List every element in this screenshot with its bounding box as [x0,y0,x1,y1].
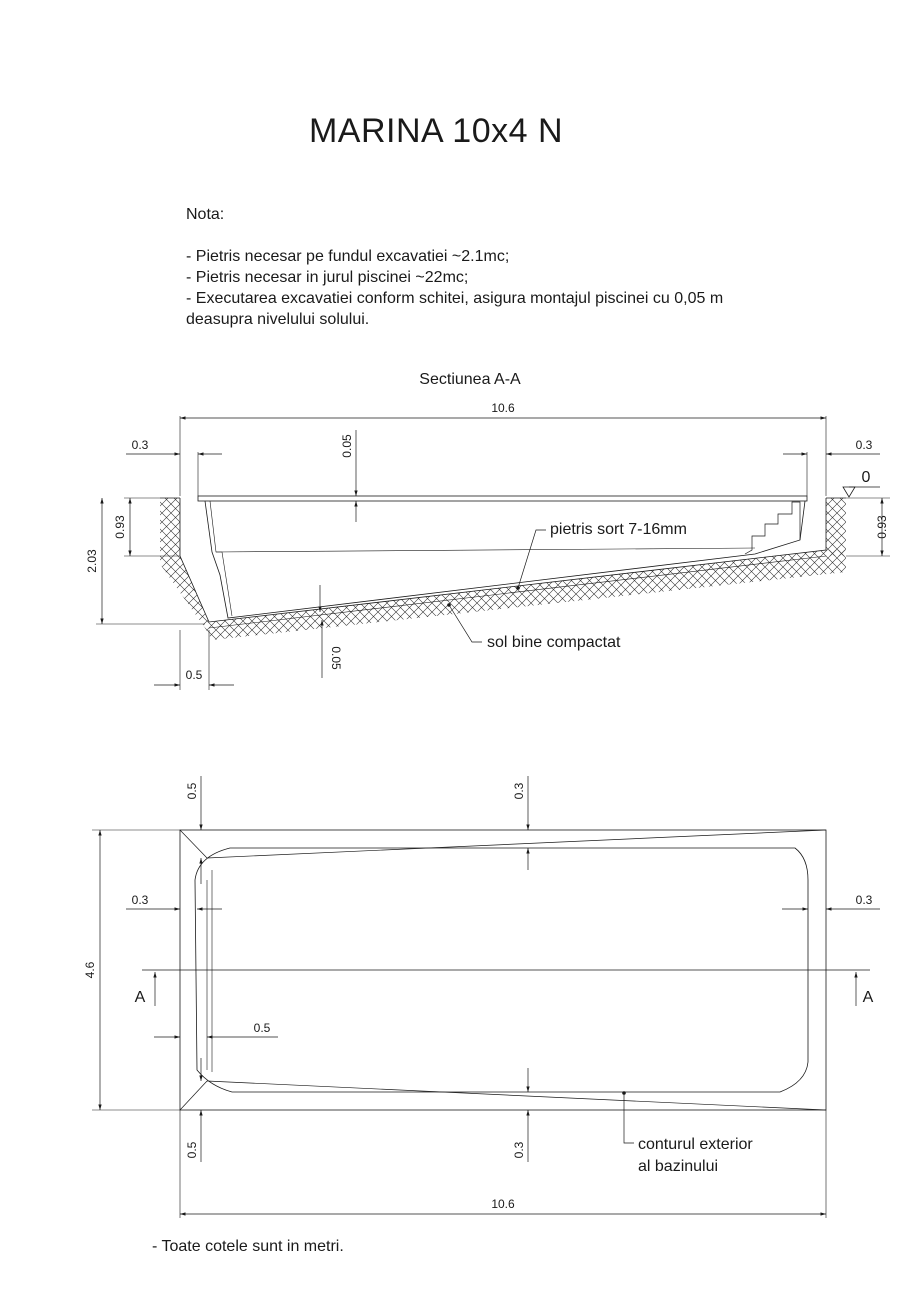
leader-line-soil [448,604,482,643]
note-line-1: - Pietris necesar pe fundul excavatiei ~… [186,248,510,265]
dim-total-length: 10.6 [491,401,515,415]
corner-line [179,829,208,859]
plan-view: A A 0.5 0.3 0.3 0.3 4.6 0.5 0.5 [83,776,880,1218]
soil-hatch-left [160,498,209,628]
zero-level-label: 0 [862,469,871,486]
pool-plan-outline [194,847,809,1093]
page-title: MARINA 10x4 N [308,112,564,150]
note-line-2: - Pietris necesar in jurul piscinei ~22m… [186,269,469,286]
slope-line-bottom [206,1080,827,1111]
pool-steps [744,501,801,555]
dim-right-side: 0.3 [856,893,873,907]
dim-bottom-middle: 0.3 [512,1141,526,1158]
note-line-4: deasupra nivelului solului. [186,311,370,328]
pool-shell-inner [209,500,233,617]
slope-line-top [206,829,827,859]
dim-width: 4.6 [83,961,97,978]
note-heading: Nota: [186,206,225,223]
leader-line-outline [623,1093,634,1144]
dim-depth-right: 0.93 [875,515,889,539]
level-marker-icon [842,486,856,498]
dim-plan-total-length: 10.6 [491,1197,515,1211]
section-marker-right: A [863,989,874,1006]
section-title: Sectiunea A-A [419,371,521,388]
dim-excavation-depth: 2.03 [85,549,99,573]
dim-top-left-offset: 0.5 [185,782,199,799]
dim-top-middle: 0.3 [512,782,526,799]
footer-note: - Toate cotele sunt in metri. [152,1238,344,1255]
dim-above-ground: 0.05 [340,434,354,458]
section-view: Sectiunea A-A 10.6 0.3 [85,371,890,690]
pool-bench-line [215,547,756,553]
gravel-layer-line [208,555,827,629]
leader-line-gravel [517,529,546,589]
soil-hatch-right [826,498,846,556]
outline-label-line1: conturul exterior [638,1136,753,1153]
note-block: Nota: - Pietris necesar pe fundul excava… [186,204,723,330]
outline-label-line2: al bazinului [638,1158,718,1175]
dim-inner-offset: 0.5 [254,1021,271,1035]
dim-wall-left: 0.3 [132,438,149,452]
section-marker-left: A [135,989,146,1006]
dim-wall-right: 0.3 [856,438,873,452]
dim-bottom-left-offset: 0.5 [185,1141,199,1158]
gravel-label: pietris sort 7-16mm [550,521,687,538]
pool-rim [197,495,808,502]
dim-depth-left: 0.93 [113,515,127,539]
dim-left-side: 0.3 [132,893,149,907]
dim-gravel-bottom: 0.05 [329,646,343,670]
corner-line [179,1080,208,1111]
excavation-outline [179,498,827,623]
dim-bottom-offset: 0.5 [186,668,203,682]
soil-label: sol bine compactat [487,634,621,651]
note-line-3: - Executarea excavatiei conform schitei,… [186,290,724,307]
